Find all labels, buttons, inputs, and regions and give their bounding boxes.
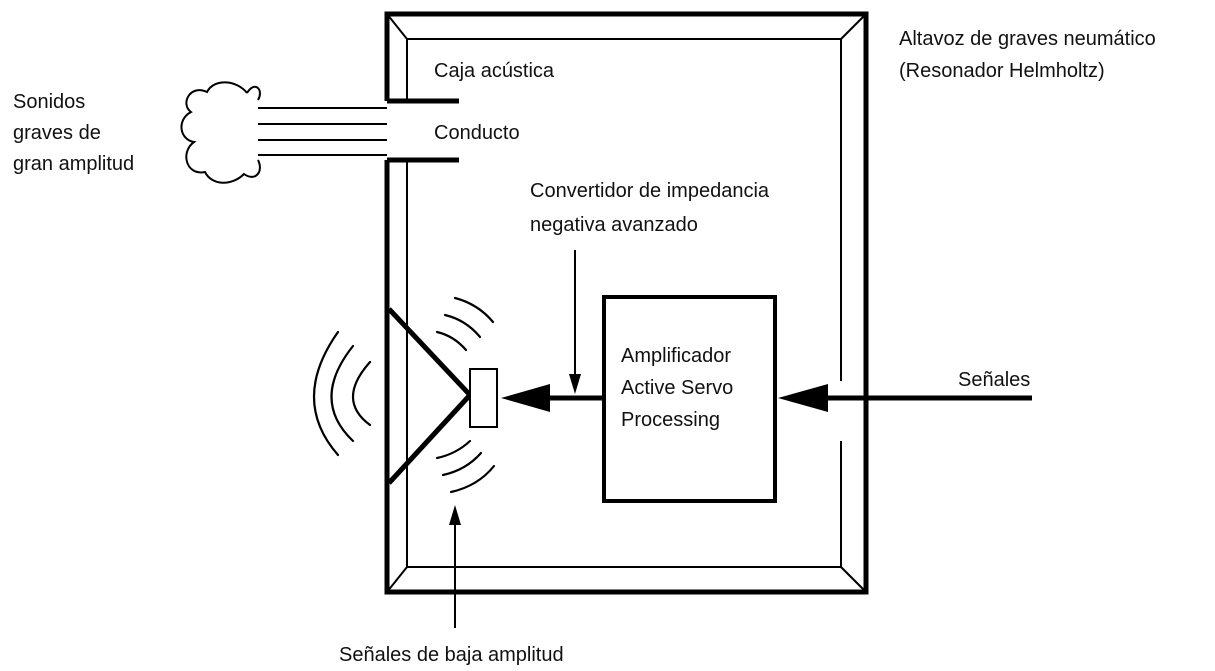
label-active-servo: Active Servo: [621, 377, 733, 399]
sound-waves-lower: [435, 439, 496, 494]
arrow-amp-to-driver-head: [501, 384, 550, 412]
speaker-cone-top: [387, 307, 472, 397]
amplifier-box: [602, 295, 777, 503]
label-sonidos-3: gran amplitud: [13, 153, 134, 175]
sound-waves-outside: [313, 330, 372, 457]
speaker-cone-bottom: [387, 393, 472, 485]
label-altavoz-2: (Resonador Helmholtz): [899, 60, 1105, 82]
bevel-top-right: [840, 13, 867, 40]
sound-waves-upper: [435, 296, 495, 352]
bevel-top-left: [386, 13, 408, 40]
label-sonidos-2: graves de: [13, 122, 101, 144]
bevel-bottom-left: [386, 566, 408, 593]
enclosure-outer-wall: [384, 11, 869, 595]
label-convertidor-1: Convertidor de impedancia: [530, 180, 770, 202]
voice-coil: [469, 368, 498, 428]
enclosure-inner-wall: [406, 38, 842, 381]
bevel-bottom-right: [840, 566, 867, 593]
label-conducto: Conducto: [434, 122, 520, 144]
label-senales: Señales: [958, 369, 1030, 391]
arrow-signal-head: [778, 384, 828, 412]
enclosure: [384, 11, 869, 595]
label-convertidor-2: negativa avanzado: [530, 214, 698, 236]
label-baja-amplitud: Señales de baja amplitud: [339, 644, 564, 666]
label-caja: Caja acústica: [434, 60, 555, 82]
label-processing: Processing: [621, 409, 720, 431]
duct: [387, 98, 459, 163]
arrow-converter-head: [569, 374, 581, 394]
speaker-driver: [387, 307, 498, 485]
sound-lines: [258, 107, 387, 156]
label-sonidos-1: Sonidos: [13, 91, 85, 113]
arrow-low-amp-head: [449, 505, 461, 525]
label-altavoz-1: Altavoz de graves neumático: [899, 28, 1156, 50]
cloud-icon: [180, 81, 261, 184]
label-amplificador: Amplificador: [621, 345, 731, 367]
